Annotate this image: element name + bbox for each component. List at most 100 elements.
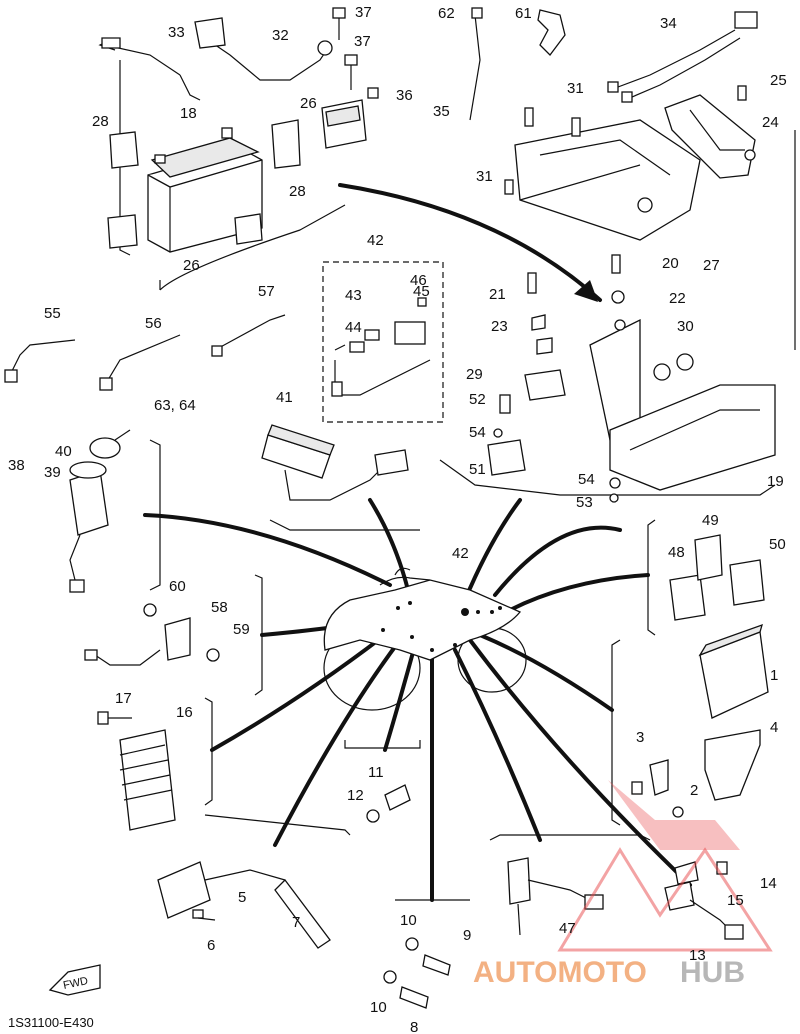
part-number-label: 6: [207, 937, 215, 954]
horn-bracket: [84, 603, 220, 666]
sensor-47: [507, 857, 604, 936]
clamp-61: [537, 9, 566, 56]
part-number-label: 31: [567, 80, 584, 97]
part-number-label: 4: [770, 719, 778, 736]
part-number-label: 5: [238, 889, 246, 906]
battery: [147, 127, 263, 253]
rectifier: [97, 711, 176, 831]
part-number-label: 38: [8, 457, 25, 474]
part-number-label: 55: [44, 305, 61, 322]
relay-bracket: [504, 107, 701, 241]
part-number-label: 40: [55, 443, 72, 460]
main-switch: [69, 429, 131, 593]
part-number-label: 50: [769, 536, 786, 553]
part-number-label: 18: [180, 105, 197, 122]
cable-terminal: [101, 37, 121, 49]
part-number-label: 33: [168, 24, 185, 41]
sub-harness-34: [607, 11, 758, 103]
starter-relay: [321, 7, 379, 149]
part-number-label: 22: [669, 290, 686, 307]
band-57: [214, 314, 286, 351]
ecu: [631, 623, 769, 818]
part-number-label: 1: [770, 667, 778, 684]
battery-pads: [107, 119, 301, 249]
part-number-label: 7: [292, 914, 300, 931]
ignition-coil: [157, 861, 331, 949]
band-62: [469, 14, 481, 121]
connector-lines: [143, 183, 692, 902]
battery-box: [527, 254, 776, 491]
part-number-label: 42: [367, 232, 384, 249]
part-number-label: 15: [727, 892, 744, 909]
sub-harness-group: [322, 261, 444, 423]
part-number-label: 63, 64: [154, 397, 196, 414]
part-number-label: 39: [44, 464, 61, 481]
sensors: [366, 784, 451, 1009]
part-number-label: 32: [272, 27, 289, 44]
part-number-label: 54: [578, 471, 595, 488]
pad-29: [524, 369, 566, 401]
part-number-label: 24: [762, 114, 779, 131]
part-number-label: 44: [345, 319, 362, 336]
part-number-label: 37: [355, 4, 372, 21]
part-number-label: 16: [176, 704, 193, 721]
part-number-label: 26: [300, 95, 317, 112]
part-number-label: 14: [760, 875, 777, 892]
part-number-label: 37: [354, 33, 371, 50]
part-number-label: 57: [258, 283, 275, 300]
part-number-label: 35: [433, 103, 450, 120]
holder-51: [487, 439, 526, 476]
part-number-label: 27: [703, 257, 720, 274]
part-number-label: 36: [396, 87, 413, 104]
part-number-label: 47: [559, 920, 576, 937]
part-number-label: 28: [289, 183, 306, 200]
part-number-label: 11: [368, 764, 384, 781]
diagram-code: 1S31100-E430: [8, 1015, 94, 1030]
part-number-label: 28: [92, 113, 109, 130]
part-number-label: 13: [689, 947, 706, 964]
grommet: [536, 337, 553, 355]
part-number-label: 60: [169, 578, 186, 595]
battery-cable: [98, 39, 201, 101]
watermark: AUTOMOTO HUB: [473, 780, 773, 989]
part-number-label: 31: [476, 168, 493, 185]
part-number-label: 56: [145, 315, 162, 332]
part-number-label: 30: [677, 318, 694, 335]
motorcycle-outline: [323, 567, 527, 711]
part-number-label: 19: [767, 473, 784, 490]
part-number-label: 49: [702, 512, 719, 529]
lead-56: [104, 334, 181, 386]
part-number-label: 58: [211, 599, 228, 616]
part-number-label: 51: [469, 461, 486, 478]
watermark-text-automoto: AUTOMOTO: [473, 956, 647, 989]
rubber-23: [531, 314, 546, 331]
part-number-label: 12: [347, 787, 364, 804]
part-number-label: 34: [660, 15, 677, 32]
fwd-arrow: FWD: [48, 964, 101, 996]
relays: [669, 534, 765, 621]
part-number-label: 8: [410, 1019, 418, 1034]
part-number-label: 41: [276, 389, 293, 406]
part-number-label: 17: [115, 690, 132, 707]
lead-55: [9, 339, 76, 376]
part-number-label: 45: [413, 283, 430, 300]
sensor-13: [664, 861, 744, 940]
part-number-label: 25: [770, 72, 787, 89]
part-number-label: 20: [662, 255, 679, 272]
part-number-label: 10: [370, 999, 387, 1016]
part-number-label: 42: [452, 545, 469, 562]
part-number-label: 61: [515, 5, 532, 22]
part-number-label: 21: [489, 286, 506, 303]
meter-assembly: [261, 424, 409, 501]
part-number-label: 53: [576, 494, 593, 511]
part-number-label: 62: [438, 5, 455, 22]
fwd-label: FWD: [62, 975, 89, 992]
part-number-label: 43: [345, 287, 362, 304]
part-number-label: 29: [466, 366, 483, 383]
part-number-label: 52: [469, 391, 486, 408]
part-number-label: 3: [636, 729, 644, 746]
arrow-head: [574, 280, 598, 302]
part-number-label: 26: [183, 257, 200, 274]
